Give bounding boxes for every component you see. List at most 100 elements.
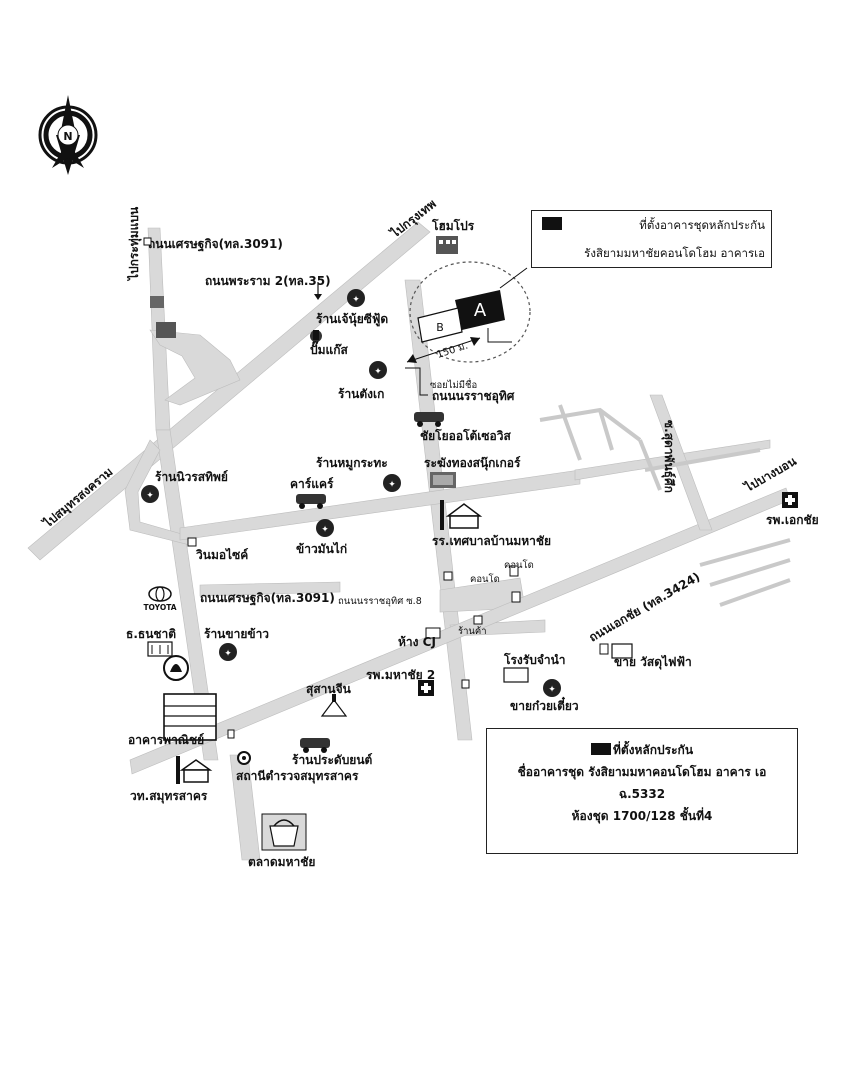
road-right-horizontal [574, 439, 771, 481]
homepro-icon [436, 236, 458, 254]
road-label-phraram2: ถนนพระราม 2(ทล.35) [205, 274, 331, 288]
place-bank-thanachart: ธ.ธนชาติ [126, 627, 176, 641]
target-swatch-icon [542, 217, 562, 230]
small-building-icon [227, 729, 235, 739]
road-right-branch [598, 409, 614, 451]
svg-text:✦: ✦ [548, 685, 556, 695]
place-niwat-sathip: ร้านนิวรสทิพย์ [155, 470, 228, 484]
small-building-icon [143, 237, 152, 246]
callout-line1: ที่ตั้งอาคารชุดหลักประกัน [639, 218, 765, 232]
place-cemetery: สุสานจีน [306, 682, 352, 697]
small-building-icon [461, 679, 470, 689]
road-rama2 [27, 221, 431, 561]
svg-text:✦: ✦ [352, 295, 360, 305]
place-win-motorcycle: วินมอไซค์ [196, 547, 249, 562]
building-a [455, 290, 505, 330]
place-toyota: TOYOTA [143, 603, 176, 612]
road-horizontal-middle [179, 469, 581, 541]
road-right-branch [638, 439, 662, 491]
place-gas-station: ปั๊มแก๊ส [310, 340, 349, 357]
cemetery-icon [320, 694, 348, 717]
place-condo-2: คอนโด [470, 573, 500, 585]
toyota-logo-icon [148, 586, 172, 602]
road-right-branch [699, 538, 791, 567]
restaurant-icon: ✦ [347, 289, 365, 307]
restaurant-icon: ✦ [383, 474, 401, 492]
road-label-narat-uthit: ถนนนรราชอุทิศ [432, 389, 515, 404]
restaurant-icon: ✦ [141, 485, 159, 503]
restaurant-icon: ✦ [219, 643, 237, 661]
info-name-line: ชื่ออาคารชุด รังสิยามมหาคอนโดโฮม อาคาร เ… [517, 765, 767, 779]
pawnshop-icon [503, 667, 529, 683]
svg-text:✦: ✦ [388, 480, 396, 490]
building-a-label: A [474, 300, 487, 321]
building-icon [150, 296, 164, 308]
cj-store-icon [425, 627, 441, 639]
info-title: ที่ตั้งหลักประกัน [612, 743, 694, 757]
police-icon [237, 751, 251, 765]
north-compass-icon: N [38, 95, 98, 175]
road-label-sethakij-top: ถนนเศรษฐกิจ(ทล.3091) [148, 237, 283, 252]
car-icon [414, 412, 444, 427]
road-right-branch [709, 558, 791, 587]
gas-station-icon [310, 330, 322, 342]
road-label-ekkachai: ถนนเอกชัย (ทล.3424) [587, 570, 703, 645]
snooker-icon [430, 472, 456, 488]
car-icon [296, 494, 326, 509]
svg-text:✦: ✦ [321, 525, 329, 535]
school-icon [440, 500, 483, 530]
electric-shop-icon [599, 643, 609, 655]
condo-icon [511, 591, 521, 603]
hospital-icon [782, 492, 798, 508]
info-title-row: ที่ตั้งหลักประกัน [487, 739, 797, 761]
road-junction-loop [149, 329, 241, 406]
target-site: A B 150 ม. [406, 261, 531, 363]
shop-icon [473, 615, 483, 625]
info-unit: ห้องชุด 1700/128 ชั้นที่4 [571, 809, 713, 823]
collateral-info-box: ที่ตั้งหลักประกัน ชื่ออาคารชุด รังสิยามม… [486, 728, 798, 854]
college-icon [176, 756, 213, 784]
place-electric-shop: ขาย วัสดุไฟฟ้า [614, 654, 692, 670]
restaurant-icon: ✦ [369, 361, 387, 379]
place-jae-nui: ร้านเจ้นุ้ยซีฟู้ด [316, 312, 388, 327]
road-right-branch [539, 407, 642, 442]
road-label-to-krathumbaen: ไปกระทุ่มแบน [126, 206, 142, 282]
callout-line2: รังสิยามมหาชัยคอนโดโฮม อาคารเอ [584, 246, 765, 260]
place-rice-shop: ร้านขายข้าว [204, 627, 269, 641]
road-label-sudaphan: ซ.สุดาพันธุ์ศึก [661, 420, 676, 493]
place-shop: ร้านค้า [458, 626, 487, 637]
condo-icon [509, 565, 519, 577]
small-building-icon [443, 571, 453, 581]
place-khaoman-kai: ข้าวมันไก่ [296, 541, 347, 556]
kasikorn-bank-icon [163, 655, 189, 681]
collateral-swatch-icon [590, 743, 611, 755]
road-label-to-bangbon: ไปบางบอน [740, 453, 799, 496]
place-condo-1: คอนโด [504, 559, 534, 571]
place-ranong-tong: ระฆังทองสนุ๊กเกอร์ [424, 456, 521, 471]
commercial-building-icon [163, 693, 217, 741]
place-building-phanit: อาคารพาณิชย์ [128, 733, 204, 747]
road-right-branch [558, 404, 582, 461]
compass-letter: N [63, 130, 72, 143]
place-noodle-shop: ขายก๋วยเตี๋ยว [510, 696, 579, 713]
place-hospital-mahachai2: รพ.มหาชัย 2 [366, 668, 435, 682]
place-homepro: โฮมโปร [431, 218, 475, 233]
target-callout-box: ที่ตั้งอาคารชุดหลักประกัน รังสิยามมหาชัย… [531, 210, 772, 268]
svg-text:✦: ✦ [146, 491, 154, 501]
distance-label: 150 ม. [436, 340, 470, 360]
market-basket-icon [261, 813, 307, 851]
place-car-accessories: ร้านประดับยนต์ [292, 753, 373, 767]
info-chanot: ฉ.5332 [618, 787, 666, 801]
car-icon [300, 738, 330, 753]
restaurant-icon: ✦ [543, 679, 561, 697]
road-right-branch [644, 448, 761, 472]
building-icon [156, 322, 176, 338]
place-hospital-ekachai: รพ.เอกชัย [766, 513, 819, 527]
road-sethakij-south [155, 429, 219, 761]
restaurant-icon: ✦ [316, 519, 334, 537]
svg-text:✦: ✦ [374, 367, 382, 377]
building-b [417, 307, 463, 343]
place-car-care: คาร์แคร์ [290, 477, 334, 491]
place-moo-kratha: ร้านหมูกระทะ [316, 456, 388, 471]
